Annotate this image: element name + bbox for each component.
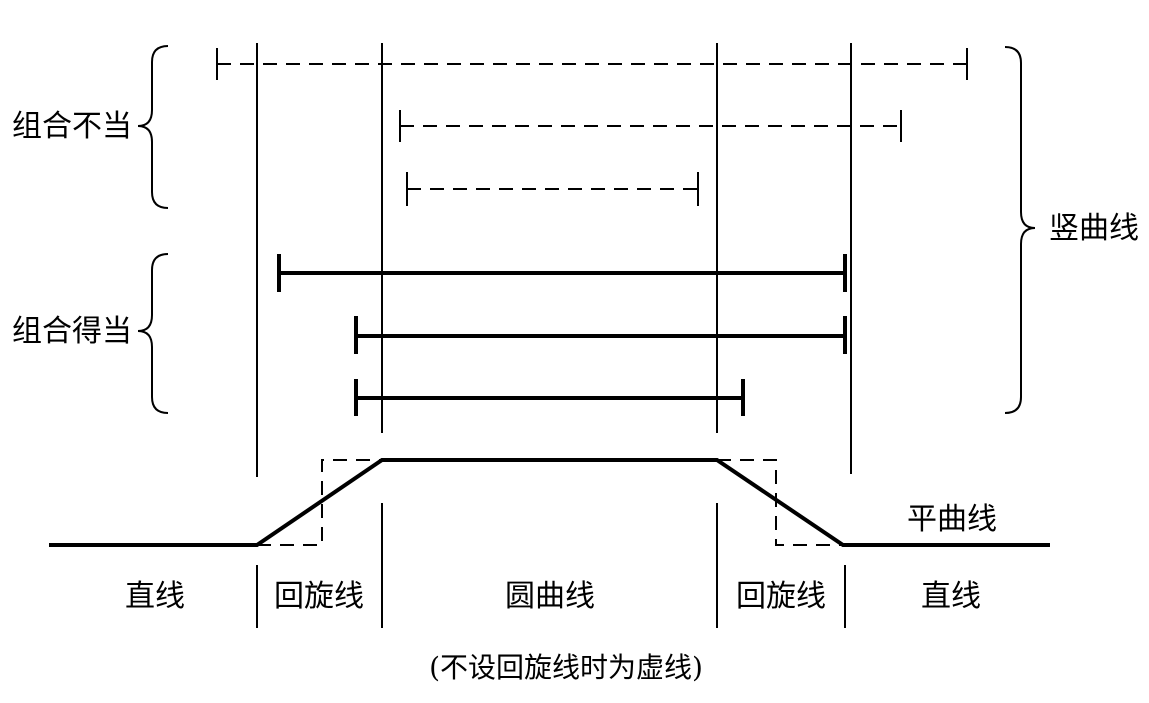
no-transition-profile bbox=[257, 459, 382, 546]
transition-left-label: 回旋线 bbox=[274, 579, 364, 614]
transition-right-label: 回旋线 bbox=[736, 579, 826, 614]
no-transition-profile-right bbox=[717, 459, 843, 546]
good-combo-bar-2 bbox=[354, 316, 847, 354]
good-combo-bar-3 bbox=[354, 379, 745, 416]
good-combo-label: 组合得当 bbox=[12, 314, 132, 349]
vertical-curve-brace bbox=[1004, 46, 1036, 414]
bad-combo-bar-2 bbox=[399, 110, 902, 142]
bad-combo-bar-1 bbox=[216, 48, 968, 80]
bad-combo-bar-3 bbox=[406, 172, 699, 206]
straight-left-label: 直线 bbox=[125, 579, 185, 614]
horizontal-alignment-profile bbox=[49, 458, 1050, 547]
bad-combo-brace bbox=[137, 45, 169, 209]
vertical-curve-label: 竖曲线 bbox=[1049, 211, 1139, 246]
good-combo-bar-1 bbox=[277, 254, 847, 292]
straight-right-label: 直线 bbox=[921, 579, 981, 614]
good-combo-brace bbox=[137, 253, 169, 414]
caption: (不设回旋线时为虚线) bbox=[429, 651, 703, 684]
bad-combo-label: 组合不当 bbox=[12, 109, 132, 144]
circular-curve-label: 圆曲线 bbox=[505, 579, 595, 614]
horizontal-curve-label: 平曲线 bbox=[907, 502, 997, 537]
